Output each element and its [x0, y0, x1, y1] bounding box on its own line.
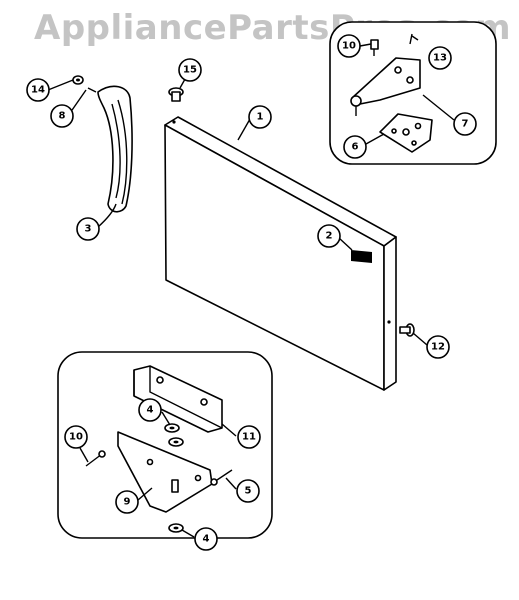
callouts: 1 2 3 4 4 5 6 7 8 9 10 10 11 12 13 14 15 — [26, 34, 477, 551]
handle-screws — [72, 75, 97, 93]
callout-7: 7 — [453, 112, 477, 136]
callout-13: 13 — [428, 46, 452, 70]
callout-14: 14 — [26, 78, 50, 102]
callout-11: 11 — [237, 425, 261, 449]
svg-text:11: 11 — [242, 432, 256, 443]
callout-8: 8 — [50, 104, 74, 128]
svg-text:1: 1 — [257, 112, 264, 123]
callout-6: 6 — [343, 135, 367, 159]
hinge-detail-box-bottom — [57, 351, 273, 539]
callout-4-top: 4 — [138, 398, 162, 422]
svg-text:8: 8 — [59, 111, 66, 122]
callout-4-bottom: 4 — [194, 527, 218, 551]
callout-1: 1 — [248, 105, 272, 129]
door-handle — [97, 85, 133, 213]
callout-9: 9 — [115, 490, 139, 514]
svg-text:2: 2 — [326, 231, 333, 242]
svg-text:7: 7 — [462, 119, 469, 130]
svg-text:10: 10 — [69, 432, 83, 443]
plug-button — [168, 87, 184, 102]
svg-text:5: 5 — [245, 486, 252, 497]
door-panel — [164, 116, 397, 391]
svg-text:15: 15 — [183, 65, 197, 76]
svg-text:14: 14 — [31, 85, 45, 96]
svg-text:4: 4 — [147, 405, 154, 416]
svg-text:12: 12 — [431, 342, 445, 353]
svg-text:13: 13 — [433, 53, 447, 64]
callout-10-top: 10 — [337, 34, 361, 58]
svg-text:6: 6 — [352, 142, 359, 153]
svg-text:4: 4 — [203, 534, 210, 545]
callout-12: 12 — [426, 335, 450, 359]
svg-text:9: 9 — [124, 497, 131, 508]
callout-3: 3 — [76, 217, 100, 241]
callout-5: 5 — [236, 479, 260, 503]
svg-text:3: 3 — [85, 224, 92, 235]
svg-text:10: 10 — [342, 41, 356, 52]
callout-2: 2 — [317, 224, 341, 248]
callout-10-bottom: 10 — [64, 425, 88, 449]
callout-15: 15 — [178, 58, 202, 82]
door-plug — [399, 323, 415, 337]
